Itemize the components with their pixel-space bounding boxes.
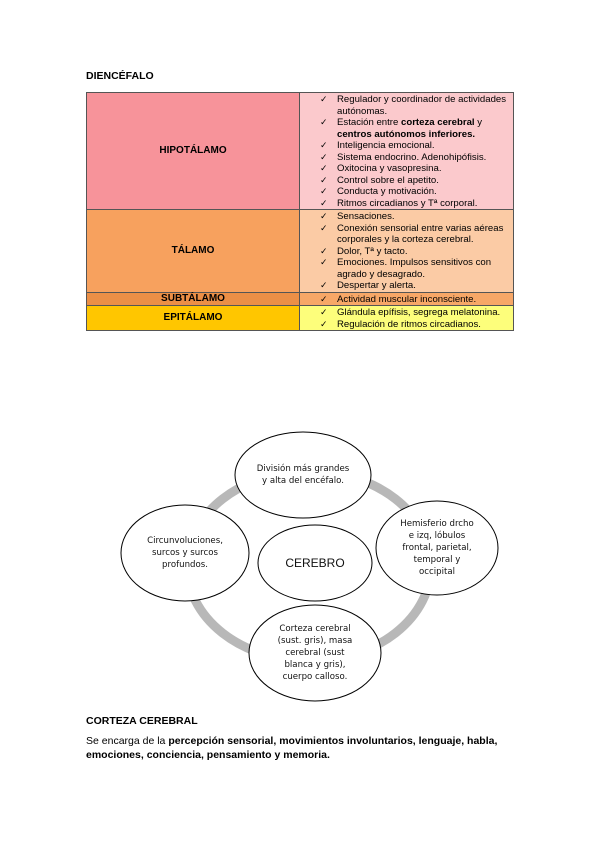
structure-functions-subtalamo: ✓ Actividad muscular inconsciente. bbox=[299, 291, 514, 306]
bubble-line: blanca y gris), bbox=[284, 660, 346, 670]
bubble-line: Circunvoluciones, bbox=[147, 536, 223, 546]
table-row-talamo: TÁLAMO ✓ Sensaciones. ✓ Conexión sensorial… bbox=[86, 209, 514, 293]
corteza-functions: percepción sensorial, movimientos involu… bbox=[86, 735, 498, 761]
corteza-description: Se encarga de la percepción sensorial, m… bbox=[86, 734, 506, 762]
list-item: ✓ Sensaciones. bbox=[320, 211, 509, 223]
table-row-subtalamo: SUBTÁLAMO ✓ Actividad muscular inconscien… bbox=[86, 291, 514, 306]
function-text: Emociones. Impulsos sensitivos con agrad… bbox=[337, 257, 492, 280]
check-icon: ✓ bbox=[320, 174, 328, 185]
list-item: ✓ Conducta y motivación. bbox=[320, 186, 509, 198]
function-text-bold: corteza cerebral bbox=[401, 117, 475, 128]
diencefalo-table: HIPOTÁLAMO ✓ Regulador y coordinador de a… bbox=[86, 92, 514, 331]
bubble-bottom: Corteza cerebral (sust. gris), masa cere… bbox=[248, 604, 382, 702]
list-item: ✓ Dolor, Tª y tacto. bbox=[320, 246, 509, 258]
function-text: Actividad muscular inconsciente. bbox=[337, 293, 477, 305]
check-icon: ✓ bbox=[320, 257, 328, 267]
bubble-line: cerebral (sust bbox=[285, 648, 345, 658]
list-item: ✓ Emociones. Impulsos sensitivos con agra… bbox=[320, 257, 509, 280]
bubble-line: y alta del encéfalo. bbox=[262, 476, 344, 486]
corteza-heading: CORTEZA CEREBRAL bbox=[86, 715, 198, 727]
bubble-center: CEREBRO bbox=[285, 556, 345, 570]
list-item: ✓ Regulación de ritmos circadianos. bbox=[320, 319, 509, 331]
list-item: ✓ Conexión sensorial entre varias aéreas … bbox=[320, 223, 509, 246]
list-item: ✓ Sistema endocrino. Adenohipófisis. bbox=[320, 152, 509, 164]
function-text: Inteligencia emocional. bbox=[337, 140, 435, 151]
function-text: Dolor, Tª y tacto. bbox=[337, 245, 408, 257]
structure-functions-epitalamo: ✓Glándula epífisis, segrega melatonina. … bbox=[299, 305, 514, 331]
function-text: Conexión sensorial entre varias aéreas c… bbox=[337, 222, 504, 246]
bubble-line: Corteza cerebral bbox=[279, 624, 351, 634]
check-icon: ✓ bbox=[320, 94, 328, 104]
check-icon: ✓ bbox=[320, 140, 328, 150]
function-text: Ritmos circadianos y Tª corporal. bbox=[337, 197, 478, 209]
bubble-line: (sust. gris), masa bbox=[277, 636, 353, 646]
bubble-right: Hemisferio drcho e izq, lóbulos frontal,… bbox=[375, 500, 499, 596]
bubble-line: frontal, parietal, bbox=[402, 543, 472, 553]
bubble-line: temporal y bbox=[413, 555, 461, 565]
function-text-part: Estación entre bbox=[337, 117, 401, 128]
check-icon: ✓ bbox=[320, 222, 328, 233]
table-row-hipotalamo: HIPOTÁLAMO ✓ Regulador y coordinador de a… bbox=[86, 92, 514, 210]
list-item: ✓ Actividad muscular inconsciente. bbox=[320, 294, 509, 306]
function-text: Despertar y alerta. bbox=[337, 280, 416, 291]
function-text: Conducta y motivación. bbox=[337, 186, 437, 197]
check-icon: ✓ bbox=[320, 186, 328, 196]
bubble-top: División más grandes y alta del encéfalo… bbox=[234, 431, 372, 519]
list-item: ✓ Ritmos circadianos y Tª corporal. bbox=[320, 198, 509, 210]
structure-name-hipotalamo: HIPOTÁLAMO bbox=[86, 92, 300, 210]
bubble-line: profundos. bbox=[162, 560, 208, 570]
check-icon: ✓ bbox=[320, 163, 328, 173]
check-icon: ✓ bbox=[320, 197, 328, 208]
list-item: ✓ Inteligencia emocional. bbox=[320, 140, 509, 152]
structure-name-talamo: TÁLAMO bbox=[86, 209, 300, 293]
check-icon: ✓ bbox=[320, 307, 328, 317]
function-text: Oxitocina y vasopresina. bbox=[337, 163, 442, 174]
function-text: Regulación de ritmos circadianos. bbox=[337, 318, 481, 330]
structure-name-epitalamo: EPITÁLAMO bbox=[86, 305, 300, 331]
list-item: ✓ Control sobre el apetito. bbox=[320, 175, 509, 187]
diencefalo-heading: DIENCÉFALO bbox=[86, 70, 154, 82]
structure-functions-talamo: ✓ Sensaciones. ✓ Conexión sensorial entre … bbox=[299, 209, 514, 293]
function-text-part: y bbox=[474, 117, 483, 128]
structure-functions-hipotalamo: ✓ Regulador y coordinador de actividades … bbox=[299, 92, 514, 210]
function-text: Glándula epífisis, segrega melatonina. bbox=[337, 307, 501, 318]
function-text: Sistema endocrino. Adenohipófisis. bbox=[337, 151, 487, 163]
function-text-bold: centros autónomos inferiores. bbox=[337, 128, 476, 140]
bubble-line: cuerpo calloso. bbox=[282, 672, 348, 682]
structure-name-subtalamo: SUBTÁLAMO bbox=[86, 291, 300, 306]
check-icon: ✓ bbox=[320, 151, 328, 162]
check-icon: ✓ bbox=[320, 280, 328, 290]
check-icon: ✓ bbox=[320, 318, 328, 329]
check-icon: ✓ bbox=[320, 245, 328, 256]
bubble-line: Hemisferio drcho bbox=[400, 519, 474, 529]
check-icon: ✓ bbox=[320, 293, 328, 304]
list-item: ✓ Estación entre corteza cerebral y centr… bbox=[320, 117, 509, 140]
list-item: ✓ Regulador y coordinador de actividades … bbox=[320, 94, 509, 117]
list-item: ✓ Oxitocina y vasopresina. bbox=[320, 163, 509, 175]
function-text: Regulador y coordinador de actividades a… bbox=[337, 94, 507, 117]
corteza-intro: Se encarga de la bbox=[86, 735, 169, 747]
bubble-line: occipital bbox=[419, 567, 455, 577]
table-row-epitalamo: EPITÁLAMO ✓ Glándula epífisis, segrega me… bbox=[86, 305, 514, 331]
bubble-left: Circunvoluciones, surcos y surcos profun… bbox=[120, 504, 250, 602]
bubble-line: surcos y surcos bbox=[151, 548, 218, 558]
function-text: Sensaciones. bbox=[337, 211, 395, 222]
bubble-line: División más grandes bbox=[256, 464, 350, 474]
list-item: ✓ Despertar y alerta. bbox=[320, 280, 509, 292]
function-text: Control sobre el apetito. bbox=[337, 174, 439, 186]
check-icon: ✓ bbox=[320, 211, 328, 221]
check-icon: ✓ bbox=[320, 117, 328, 127]
list-item: ✓ Glándula epífisis, segrega melatonina. bbox=[320, 307, 509, 319]
bubble-line: e izq, lóbulos bbox=[408, 531, 466, 541]
